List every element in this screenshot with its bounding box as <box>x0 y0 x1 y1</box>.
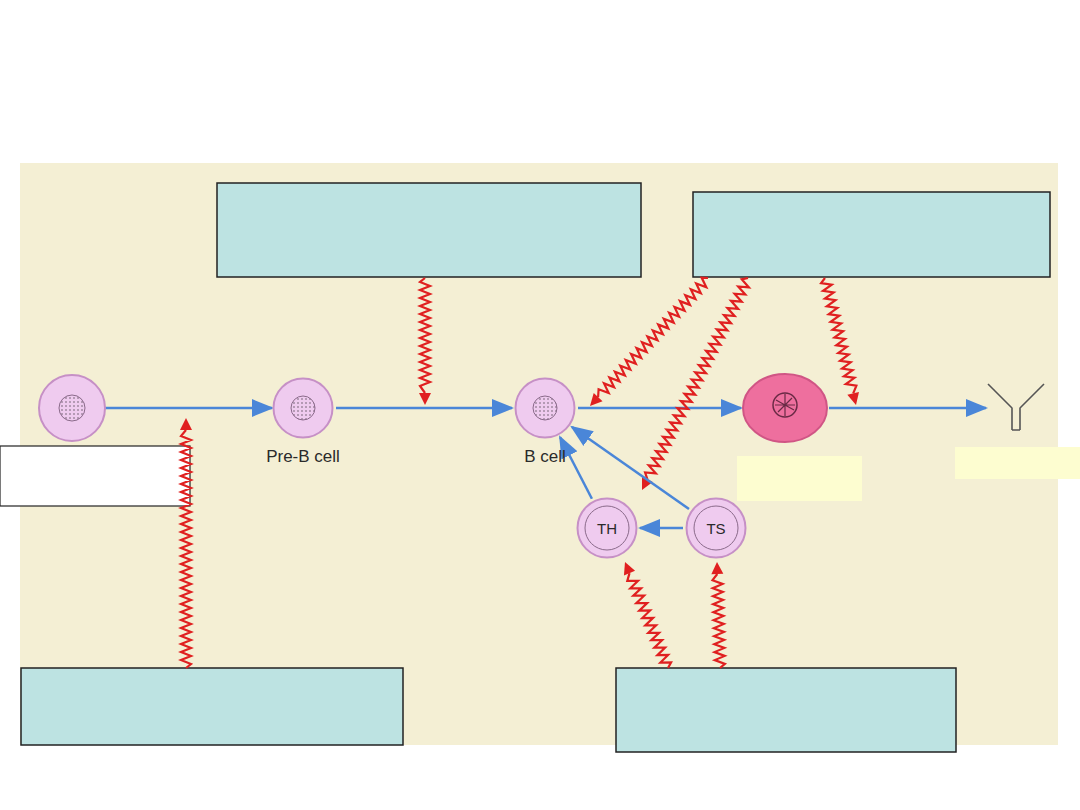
blank-label <box>955 447 1080 479</box>
arrow-head <box>590 393 603 406</box>
callout-box <box>693 192 1050 277</box>
wavy-arrow <box>713 574 725 668</box>
flow-arrow <box>100 407 272 410</box>
plasma-cell <box>743 374 827 442</box>
arrow-head <box>847 392 859 405</box>
arrow-head <box>180 418 192 430</box>
cell-nucleus <box>773 393 797 417</box>
cell-outline <box>514 377 576 439</box>
flow-arrow <box>560 437 592 498</box>
cell-node: TS <box>685 497 747 559</box>
cell-label: Pre-B cell <box>266 447 340 467</box>
blank-label <box>737 456 862 501</box>
arrow-head <box>711 562 723 574</box>
wavy-arrow <box>420 278 430 393</box>
wavy-arrow <box>627 573 671 668</box>
arrow-head <box>624 562 635 575</box>
flow-arrow <box>572 427 689 509</box>
wavy-arrow <box>181 430 191 668</box>
antibody <box>988 384 1044 430</box>
cell-node: Pre-B cell <box>272 377 334 439</box>
arrow-head <box>419 393 431 405</box>
blank-label <box>0 446 190 506</box>
flow-arrow <box>829 407 986 410</box>
cell-outline <box>272 377 334 439</box>
cell-node: TH <box>576 497 638 559</box>
stem-cell <box>39 375 105 441</box>
callout-box <box>21 668 403 745</box>
cell-node: B cell <box>514 377 576 439</box>
flow-arrow <box>578 407 741 410</box>
wavy-arrows <box>180 278 859 668</box>
wavy-arrow <box>645 278 749 479</box>
cell-label: B cell <box>524 447 566 467</box>
callout-box <box>217 183 641 277</box>
callout-box <box>616 668 956 752</box>
flow-arrow <box>336 407 512 410</box>
cell-label: TH <box>576 497 638 559</box>
cell-label: TS <box>685 497 747 559</box>
cell-nucleus <box>59 395 85 421</box>
wavy-arrow <box>821 278 856 393</box>
flow-arrow <box>640 527 683 530</box>
chromatin <box>775 394 795 416</box>
